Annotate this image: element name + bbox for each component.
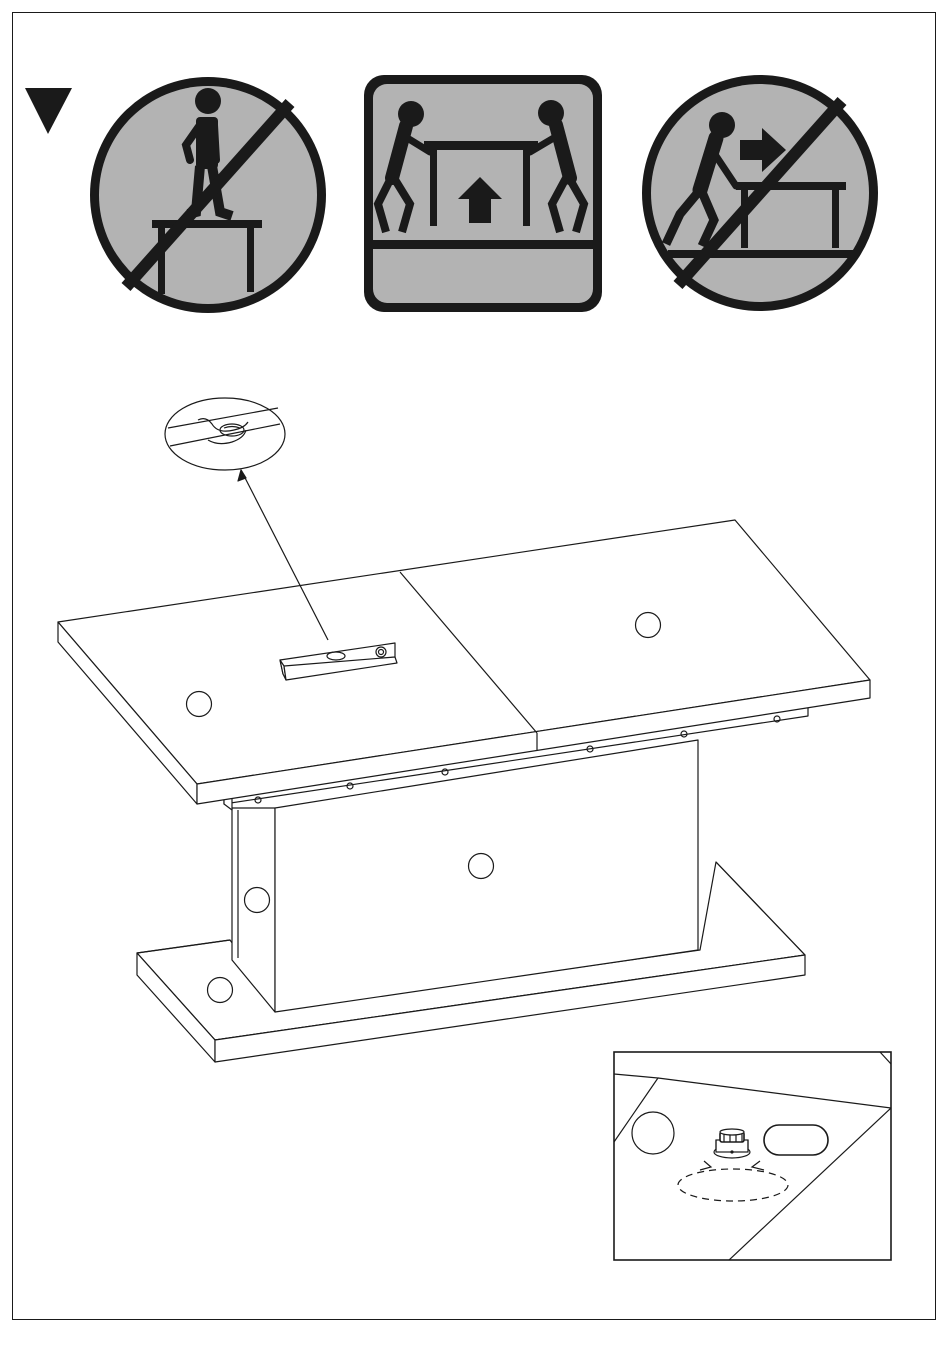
two-person-lift-icon [364, 75, 602, 312]
spirit-level-bubble-detail [165, 398, 285, 470]
warning-triangle-icon [25, 88, 72, 134]
part-marker-inset [632, 1112, 674, 1154]
table-top [58, 520, 870, 804]
no-pushing-table-icon [642, 75, 878, 311]
slot-hole [764, 1125, 828, 1155]
callout-arrowhead [238, 470, 246, 481]
part-marker-pedestal-front [469, 854, 494, 879]
foot-leveler-inset [614, 1052, 891, 1260]
part-marker-base [208, 978, 233, 1003]
part-marker-top-right [636, 613, 661, 638]
part-marker-top-left [187, 692, 212, 717]
no-standing-on-table-icon [90, 77, 326, 313]
part-marker-pedestal-side [245, 888, 270, 913]
extendable-table-illustration [58, 398, 870, 1062]
